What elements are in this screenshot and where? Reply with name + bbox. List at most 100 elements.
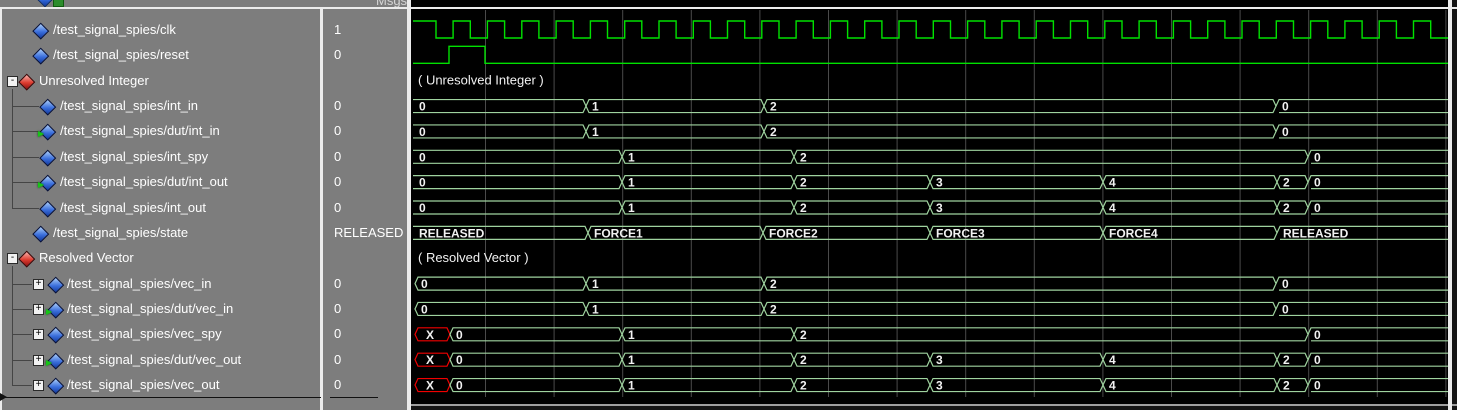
spy-connect-arrow-icon bbox=[38, 182, 44, 189]
header-diamond-icon bbox=[36, 0, 54, 7]
signal-row-state[interactable]: /test_signal_spies/state bbox=[0, 222, 320, 244]
svg-text:FORCE1: FORCE1 bbox=[594, 226, 643, 240]
signal-name-label: /test_signal_spies/int_in bbox=[60, 98, 199, 114]
svg-text:3: 3 bbox=[936, 201, 943, 215]
expand-box-vec-out[interactable]: + bbox=[33, 354, 44, 366]
svg-text:1: 1 bbox=[628, 201, 635, 215]
signal-row-vec-in[interactable]: +/test_signal_spies/vec_in bbox=[0, 273, 320, 295]
wave-bottom-border bbox=[411, 404, 1457, 406]
svg-text:( Unresolved Integer ): ( Unresolved Integer ) bbox=[418, 73, 544, 88]
svg-text:3: 3 bbox=[936, 379, 943, 393]
spy-connect-arrow-icon bbox=[38, 131, 44, 138]
signal-row-vec-spy[interactable]: +/test_signal_spies/vec_spy bbox=[0, 323, 320, 345]
svg-text:0: 0 bbox=[1314, 353, 1321, 367]
signal-value-int-in: 0 bbox=[334, 123, 342, 139]
waveform-canvas[interactable] bbox=[411, 0, 1448, 404]
collapse-box-unresolved-integer[interactable]: - bbox=[7, 75, 18, 87]
signal-row-reset[interactable]: /test_signal_spies/reset bbox=[0, 44, 320, 66]
blue-diamond-icon bbox=[47, 276, 64, 293]
svg-text:0: 0 bbox=[1282, 125, 1289, 139]
svg-text:4: 4 bbox=[1109, 379, 1116, 393]
signal-value-vec-in: 0 bbox=[334, 300, 342, 316]
signal-row-unresolved-integer[interactable]: -Unresolved Integer bbox=[0, 70, 320, 92]
svg-text:2: 2 bbox=[800, 328, 807, 342]
svg-text:0: 0 bbox=[1314, 176, 1321, 190]
svg-text:0: 0 bbox=[1314, 379, 1321, 393]
svg-text:4: 4 bbox=[1109, 176, 1116, 190]
expand-box-vec-out[interactable]: + bbox=[33, 380, 44, 392]
blue-diamond-icon bbox=[47, 326, 64, 344]
signal-names-panel: /test_signal_spies/clk/test_signal_spies… bbox=[0, 0, 320, 410]
svg-text:1: 1 bbox=[592, 100, 599, 114]
signal-value-int-out: 0 bbox=[334, 174, 342, 190]
svg-text:0: 0 bbox=[1314, 328, 1321, 342]
svg-text:2: 2 bbox=[800, 379, 807, 393]
svg-text:RELEASED: RELEASED bbox=[419, 226, 485, 240]
svg-text:0: 0 bbox=[419, 125, 426, 139]
panel-left-border bbox=[0, 0, 2, 410]
signal-row-int-out[interactable]: /test_signal_spies/dut/int_out bbox=[0, 171, 320, 193]
signal-value-int-in: 0 bbox=[334, 98, 342, 114]
signal-value-int-out: 0 bbox=[334, 199, 342, 215]
svg-text:4: 4 bbox=[1109, 353, 1116, 367]
names-values-divider[interactable] bbox=[320, 0, 323, 410]
svg-text:FORCE3: FORCE3 bbox=[936, 226, 985, 240]
svg-text:1: 1 bbox=[628, 176, 635, 190]
signal-name-label: /test_signal_spies/dut/vec_out bbox=[67, 351, 242, 367]
wave-right-border bbox=[1448, 0, 1452, 410]
blue-diamond-icon bbox=[39, 149, 56, 166]
insertion-line[interactable] bbox=[3, 397, 321, 398]
svg-text:RELEASED: RELEASED bbox=[1283, 226, 1349, 240]
signal-row-clk[interactable]: /test_signal_spies/clk bbox=[0, 19, 320, 41]
signal-row-vec-out[interactable]: + /test_signal_spies/dut/vec_out bbox=[0, 349, 320, 371]
svg-text:0: 0 bbox=[1282, 302, 1289, 316]
signal-name-label: /test_signal_spies/dut/int_in bbox=[60, 123, 220, 139]
signal-row-int-spy[interactable]: /test_signal_spies/int_spy bbox=[0, 146, 320, 168]
expand-box-vec-in[interactable]: + bbox=[33, 278, 44, 290]
signal-row-vec-out[interactable]: +/test_signal_spies/vec_out bbox=[0, 374, 320, 396]
svg-text:X: X bbox=[426, 379, 434, 393]
values-wave-divider[interactable] bbox=[407, 0, 411, 410]
svg-text:1: 1 bbox=[628, 328, 635, 342]
signal-row-vec-in[interactable]: +/test_signal_spies/dut/vec_in bbox=[0, 298, 320, 320]
expand-box-vec-in[interactable]: + bbox=[33, 303, 44, 315]
tree-connector bbox=[12, 106, 39, 108]
tree-connector bbox=[12, 283, 32, 285]
spy-connect-arrow-icon bbox=[46, 308, 52, 315]
header-group-icon bbox=[53, 0, 64, 7]
signal-row-int-in[interactable]: /test_signal_spies/dut/int_in bbox=[0, 120, 320, 142]
svg-text:3: 3 bbox=[936, 353, 943, 367]
tree-connector bbox=[12, 385, 32, 387]
svg-text:0: 0 bbox=[1314, 201, 1321, 215]
svg-text:2: 2 bbox=[800, 201, 807, 215]
signal-value-vec-in: 0 bbox=[334, 275, 342, 291]
signal-value-int-spy: 0 bbox=[334, 148, 342, 164]
svg-text:1: 1 bbox=[628, 150, 635, 164]
blue-diamond-icon bbox=[32, 225, 49, 242]
tree-connector bbox=[12, 308, 32, 310]
svg-text:0: 0 bbox=[456, 353, 463, 367]
signal-row-int-out[interactable]: /test_signal_spies/int_out bbox=[0, 197, 320, 219]
signal-value-reset: 0 bbox=[334, 47, 342, 63]
collapse-box-resolved-vector[interactable]: - bbox=[7, 253, 18, 265]
expand-box-vec-spy[interactable]: + bbox=[33, 329, 44, 341]
svg-text:FORCE4: FORCE4 bbox=[1109, 226, 1158, 240]
signal-name-label: Resolved Vector bbox=[39, 250, 134, 266]
signal-row-int-in[interactable]: /test_signal_spies/int_in bbox=[0, 95, 320, 117]
svg-text:2: 2 bbox=[770, 302, 777, 316]
wave-unresolved-integer: ( Unresolved Integer ) bbox=[418, 73, 544, 88]
wave-resolved-vector: ( Resolved Vector ) bbox=[418, 250, 529, 265]
tree-connector bbox=[12, 131, 39, 133]
blue-diamond-icon bbox=[39, 200, 56, 217]
signal-row-resolved-vector[interactable]: - Resolved Vector bbox=[0, 247, 320, 269]
svg-text:( Resolved Vector ): ( Resolved Vector ) bbox=[418, 250, 529, 265]
tree-connector bbox=[12, 266, 13, 386]
signal-value-state: RELEASED bbox=[334, 224, 404, 240]
